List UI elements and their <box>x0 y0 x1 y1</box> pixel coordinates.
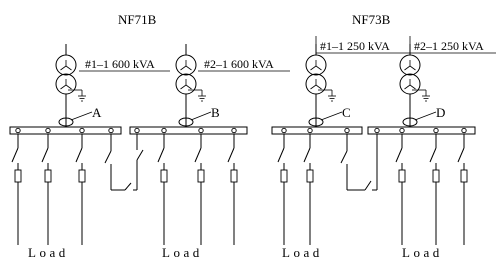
busbar-terminal <box>231 127 237 134</box>
fuse <box>460 169 468 183</box>
busbar-terminal <box>399 127 405 134</box>
load-label-3: Load <box>282 245 323 260</box>
feeder <box>41 134 52 245</box>
busbar-terminal <box>45 127 51 134</box>
busbar-terminal <box>461 127 467 134</box>
ground-icon <box>188 89 206 102</box>
ground-icon <box>68 89 86 102</box>
current-transformer <box>308 117 324 127</box>
feeder <box>11 134 22 245</box>
svg-text:#2–1 250 kVA: #2–1 250 kVA <box>414 39 484 53</box>
busbar-terminal <box>344 127 350 134</box>
feeder <box>194 134 205 245</box>
feeder <box>157 134 168 245</box>
busbar-nf71b-2 <box>129 126 248 135</box>
load-label-2: Load <box>162 245 203 260</box>
station-title-nf71b: NF71B <box>118 12 157 27</box>
bus-tie-nf73b <box>340 134 378 191</box>
fuse <box>306 169 314 183</box>
transformer-nf73b-1 <box>305 44 343 127</box>
fuse <box>280 169 288 183</box>
feeder <box>227 134 238 245</box>
busbar-nf73b-2 <box>367 126 476 135</box>
busbar-terminal <box>198 127 204 134</box>
busbar-terminal <box>15 127 21 134</box>
busbar-terminal <box>281 127 287 134</box>
fuse <box>230 169 238 183</box>
load-label-1: Load <box>28 245 69 260</box>
svg-text:#1–1 600 kVA: #1–1 600 kVA <box>85 57 155 71</box>
transformer-nf71b-2 <box>175 44 212 127</box>
fuse <box>14 169 22 183</box>
busbar-terminal <box>161 127 167 134</box>
fuse <box>432 169 440 183</box>
fuse <box>160 169 168 183</box>
transformer-nf71b-1 <box>55 44 93 127</box>
svg-text:#2–1 600 kVA: #2–1 600 kVA <box>204 57 274 71</box>
transformer-rating-nf71b-1: #1–1 600 kVA <box>79 57 170 72</box>
fuse <box>44 169 52 183</box>
feeder <box>395 134 406 245</box>
current-transformer <box>58 117 74 127</box>
feeder <box>303 134 314 245</box>
busbar-nf73b-1 <box>271 126 363 135</box>
point-label-b: B <box>211 105 220 120</box>
feeder <box>429 134 440 245</box>
ground-icon <box>318 89 336 102</box>
busbar-terminal <box>433 127 439 134</box>
fuse <box>398 169 406 183</box>
bus-tie-nf71b <box>104 134 144 191</box>
svg-text:#1–1 250 kVA: #1–1 250 kVA <box>320 39 390 53</box>
busbar-terminals <box>15 127 467 134</box>
transformer-rating-nf73b-1: #1–1 250 kVA <box>315 36 410 54</box>
fuse <box>197 169 205 183</box>
transformer-winding-primary <box>55 54 77 76</box>
transformer-rating-nf71b-2: #2–1 600 kVA <box>198 57 290 72</box>
busbar-terminal <box>134 127 140 134</box>
transformer-winding-primary <box>399 54 421 76</box>
station-title-nf73b: NF73B <box>352 12 391 27</box>
busbar-nf71b-1 <box>9 126 122 135</box>
busbar-terminal <box>108 127 114 134</box>
bus-tie-circuits <box>104 134 378 191</box>
point-label-d: D <box>436 105 445 120</box>
point-label-a: A <box>92 105 102 120</box>
current-transformer <box>178 117 194 127</box>
busbar-terminal <box>307 127 313 134</box>
transformer-rating-nf73b-2: #2–1 250 kVA <box>409 36 496 54</box>
transformer-winding-primary <box>175 54 197 76</box>
transformers <box>55 44 437 127</box>
transformer-nf73b-2 <box>399 44 437 127</box>
current-transformer <box>402 117 418 127</box>
feeder <box>277 134 288 245</box>
busbar-terminal <box>79 127 85 134</box>
ground-icon <box>412 89 430 102</box>
point-label-c: C <box>342 105 351 120</box>
fuse <box>78 169 86 183</box>
transformer-winding-primary <box>305 54 327 76</box>
busbar-terminal <box>374 127 380 134</box>
load-label-4: Load <box>402 245 443 260</box>
feeder <box>457 134 468 245</box>
feeder <box>75 134 86 245</box>
feeder-circuits <box>11 134 468 245</box>
